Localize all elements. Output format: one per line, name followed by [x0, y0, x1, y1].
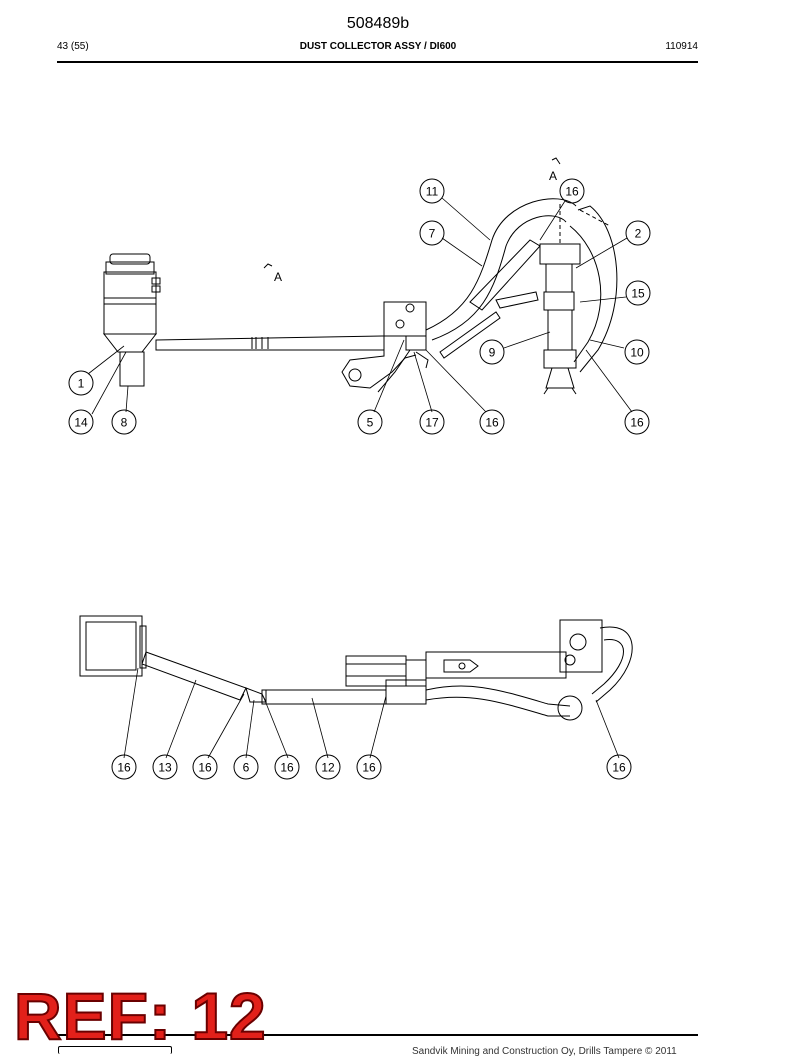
dust-collector-unit: [102, 253, 161, 387]
callout-bubble: 13: [152, 754, 178, 780]
callout-bubble: 16: [192, 754, 218, 780]
ref-badge: REF: 12: [13, 979, 267, 1053]
svg-text:17: 17: [425, 416, 439, 430]
callout-bubble: 8: [111, 409, 137, 435]
svg-text:10: 10: [630, 346, 644, 360]
svg-text:15: 15: [631, 287, 645, 301]
callout-bubble: 15: [625, 280, 651, 306]
svg-text:13: 13: [158, 761, 172, 775]
svg-text:16: 16: [630, 416, 644, 430]
svg-text:16: 16: [485, 416, 499, 430]
callouts-top: 11 16 7 2 15 9 10 1 14 8 5 17 16 16: [68, 178, 651, 435]
svg-text:2: 2: [635, 227, 642, 241]
svg-text:5: 5: [367, 416, 374, 430]
svg-text:16: 16: [117, 761, 131, 775]
copyright-text: Sandvik Mining and Construction Oy, Dril…: [412, 1046, 677, 1057]
callout-bubble: 12: [315, 754, 341, 780]
brand-logo: [58, 1046, 172, 1054]
svg-text:16: 16: [280, 761, 294, 775]
date-code: 110914: [665, 41, 698, 52]
section-label-top: A: [549, 169, 557, 183]
svg-text:7: 7: [429, 227, 436, 241]
callout-bubble: 16: [479, 409, 505, 435]
svg-text:1: 1: [78, 377, 85, 391]
flex-hose-lower: [425, 626, 633, 721]
svg-text:16: 16: [612, 761, 626, 775]
svg-text:16: 16: [198, 761, 212, 775]
callout-bubble: 2: [625, 220, 651, 246]
bottom-view: 16 13 16 6 16 12 16 16: [79, 615, 633, 780]
callout-bubble: 9: [479, 339, 505, 365]
callout-bubble: 16: [606, 754, 632, 780]
section-arrow-left: [263, 263, 273, 269]
boom-assembly: [345, 619, 603, 705]
flex-hose-upper: [425, 198, 618, 373]
suction-hose: [155, 335, 385, 351]
svg-text:6: 6: [243, 761, 250, 775]
svg-text:9: 9: [489, 346, 496, 360]
svg-text:8: 8: [121, 416, 128, 430]
callouts-bottom: 16 13 16 6 16 12 16 16: [111, 754, 632, 780]
svg-text:11: 11: [426, 185, 439, 199]
callout-bubble: 5: [357, 409, 383, 435]
boom-bracket: [341, 301, 429, 393]
section-arrow-top: [551, 157, 561, 165]
document-number: 508489b: [346, 15, 410, 32]
callout-bubble: 16: [624, 409, 650, 435]
callout-bubble: 17: [419, 409, 445, 435]
svg-text:14: 14: [74, 416, 88, 430]
page-title: DUST COLLECTOR ASSY / DI600: [299, 41, 457, 52]
callout-bubble: 6: [233, 754, 259, 780]
svg-text:16: 16: [362, 761, 376, 775]
section-label-left: A: [274, 270, 282, 284]
callout-bubble: 10: [624, 339, 650, 365]
callout-bubble: 7: [419, 220, 445, 246]
leader-lines-bottom: [123, 667, 620, 759]
dust-collector-top: [79, 615, 147, 677]
callout-bubble: 1: [68, 370, 94, 396]
suction-pipe-12: [245, 687, 387, 705]
svg-text:12: 12: [321, 761, 335, 775]
callout-bubble: 16: [559, 178, 585, 204]
callout-bubble: 16: [111, 754, 137, 780]
footer-rule: [57, 1034, 698, 1036]
callout-bubble: 16: [356, 754, 382, 780]
callout-bubble: 11: [419, 178, 445, 204]
drill-mast: [539, 204, 611, 395]
header-rule: [57, 61, 698, 63]
boom-arms: [439, 239, 541, 359]
leader-lines: [87, 197, 633, 415]
callout-bubble: 16: [274, 754, 300, 780]
svg-text:16: 16: [565, 185, 579, 199]
top-view: 11 16 7 2 15 9 10 1 14 8 5 17 16 16 A A: [68, 157, 651, 435]
callout-bubble: 14: [68, 409, 94, 435]
collector-hose-13: [141, 651, 247, 701]
page-number: 43 (55): [57, 41, 89, 52]
